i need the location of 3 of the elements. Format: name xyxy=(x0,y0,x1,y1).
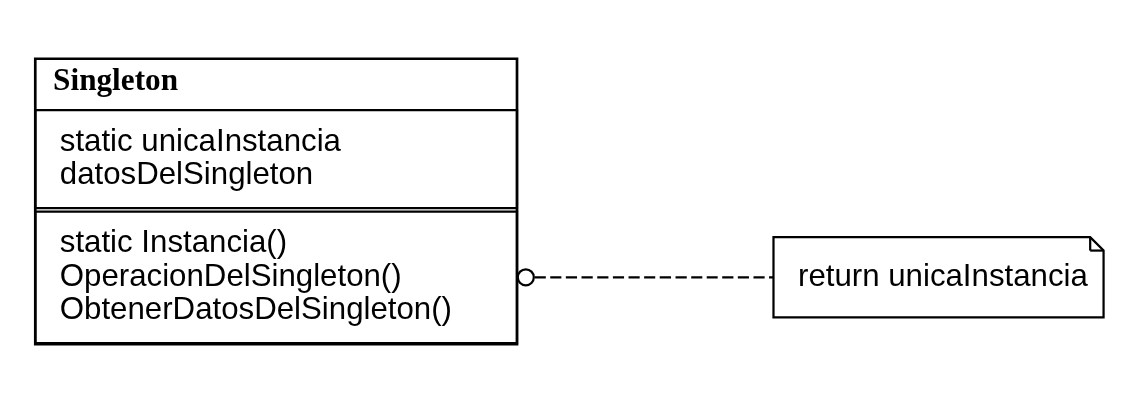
node-box: static Instancia() OperacionDelSingleton() ObtenerDatosDelSingleton() xyxy=(34,210,519,345)
node-box: static unicaInstancia datosDelSingleton xyxy=(34,108,519,210)
connector xyxy=(516,268,774,287)
